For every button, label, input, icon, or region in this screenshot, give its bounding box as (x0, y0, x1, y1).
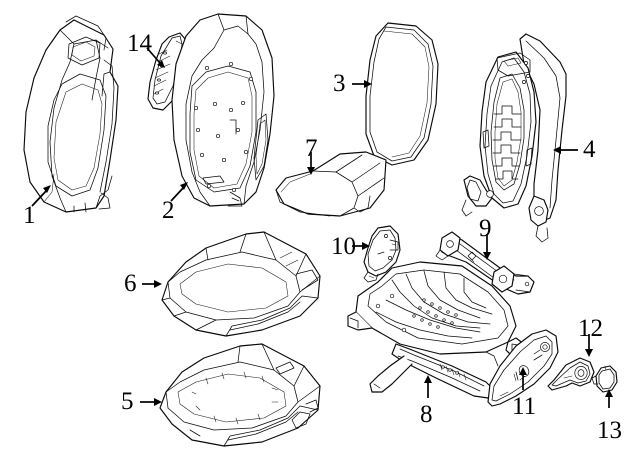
part-recliner-adjust-lever (547, 357, 595, 391)
part-pivot-cap-cover (591, 365, 618, 393)
part-seat-cushion-pad-lower (159, 343, 321, 447)
callout-11: 11 (512, 393, 537, 420)
callout-3: 3 (333, 70, 346, 97)
part-seat-back-panel (171, 13, 275, 207)
part-seat-back-frame (461, 33, 567, 243)
part-seat-mounting-bracket (363, 225, 401, 283)
callout-9: 9 (479, 215, 492, 242)
callout-4: 4 (583, 136, 596, 163)
callout-12: 12 (578, 315, 603, 342)
callout-13: 13 (597, 417, 622, 444)
part-seat-cushion-side-pad (275, 151, 387, 217)
part-seat-cross-member-bar (435, 231, 535, 295)
callout-10: 10 (331, 233, 356, 260)
callout-14: 14 (127, 30, 152, 57)
part-seat-back-pad-foam (365, 22, 439, 166)
callout-7: 7 (305, 135, 318, 162)
callout-8: 8 (420, 401, 433, 428)
callout-2: 2 (162, 197, 175, 224)
callout-6: 6 (124, 270, 137, 297)
part-seat-cushion-cover-upper (161, 231, 321, 337)
callout-1: 1 (23, 202, 36, 229)
part-seat-back-cover-trim (23, 15, 119, 213)
callout-leaders (31, 47, 613, 408)
callout-5: 5 (121, 388, 134, 415)
